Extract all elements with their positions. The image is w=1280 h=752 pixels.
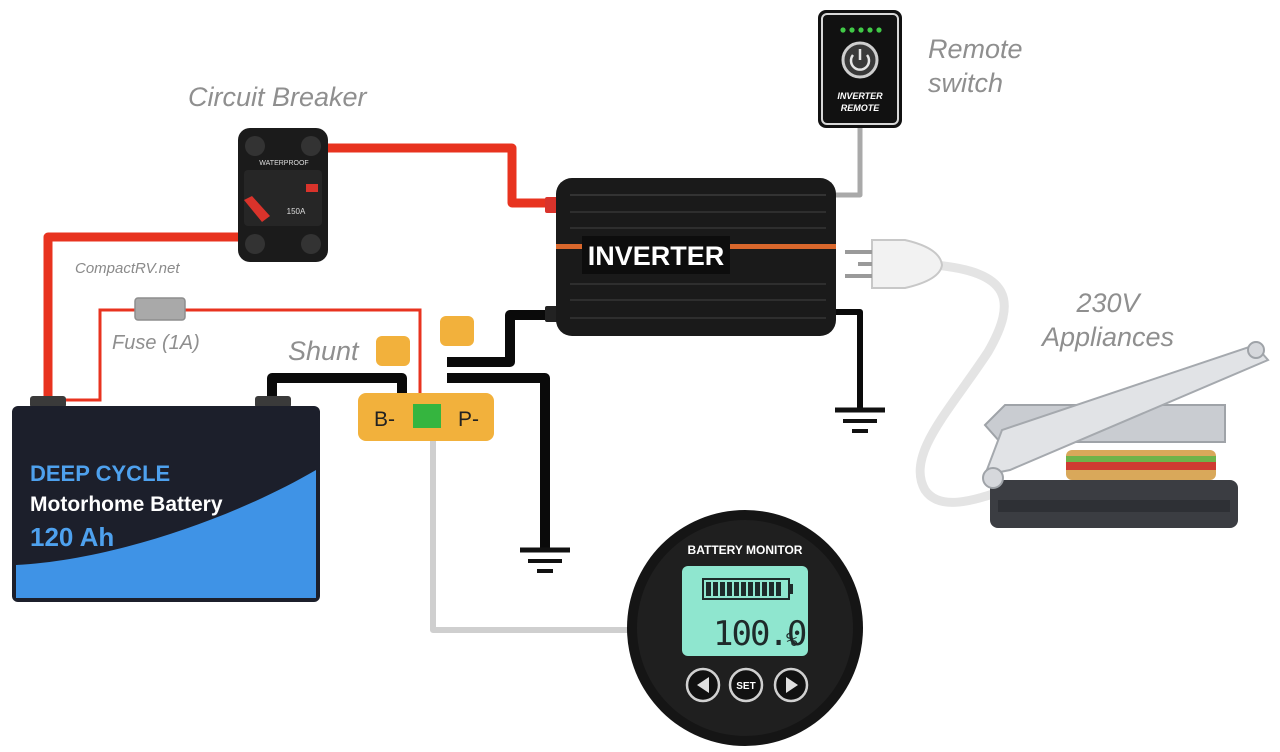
remote-line2: REMOTE	[841, 103, 880, 113]
circuit-breaker: WATERPROOF 150A	[238, 128, 328, 262]
label-shunt: Shunt	[288, 336, 360, 366]
shunt: B- P-	[358, 316, 494, 441]
negative-wire-shunt-ground	[447, 373, 550, 548]
power-icon	[849, 54, 871, 71]
inverter-label: INVERTER	[588, 241, 725, 271]
breaker-rating: 150A	[287, 207, 306, 216]
label-appliances-2: Appliances	[1040, 322, 1174, 352]
watermark: CompactRV.net	[75, 260, 180, 277]
fuse-wire	[58, 308, 422, 408]
inverter-remote: INVERTER REMOTE	[818, 10, 902, 128]
fuse	[134, 297, 186, 321]
monitor-battery-bar	[702, 578, 793, 600]
shunt-terminal-p: P-	[458, 408, 479, 431]
sandwich-press	[982, 341, 1270, 528]
positive-wire-breaker-inverter	[318, 143, 560, 208]
monitor-set-button	[728, 667, 764, 703]
left-arrow-icon	[697, 677, 709, 693]
battery: DEEP CYCLE Motorhome Battery 120 Ah	[12, 396, 320, 602]
remote-line1: INVERTER	[837, 91, 883, 101]
wires	[43, 126, 1010, 633]
breaker-top-text: WATERPROOF	[259, 160, 308, 167]
battery-monitor: BATTERY MONITOR 100.0 % SET	[627, 510, 863, 746]
ground-symbol-inverter	[835, 407, 885, 433]
monitor-cable	[430, 430, 632, 633]
negative-wire-battery-shunt	[267, 373, 407, 400]
label-remote-switch-1: Remote	[928, 34, 1023, 64]
shunt-sense-terminal	[413, 404, 441, 428]
remote-cable	[832, 126, 863, 198]
inverter: INVERTER	[545, 178, 836, 336]
inverter-ground-wire	[830, 309, 863, 410]
label-remote-switch-2: switch	[928, 68, 1003, 98]
ground-symbol-shunt	[520, 547, 570, 573]
label-circuit-breaker: Circuit Breaker	[188, 82, 368, 112]
power-plug	[845, 239, 944, 289]
monitor-set-label: SET	[736, 681, 755, 692]
label-appliances-1: 230V	[1075, 288, 1142, 318]
label-fuse: Fuse (1A)	[112, 332, 200, 354]
positive-wire-battery-breaker	[43, 232, 250, 400]
battery-line1: DEEP CYCLE	[30, 461, 170, 486]
battery-line2: Motorhome Battery	[30, 493, 223, 516]
appliance-cord	[915, 260, 1010, 507]
monitor-title: BATTERY MONITOR	[688, 543, 803, 557]
monitor-reading: 100.0	[713, 614, 806, 654]
negative-wire-shunt-inverter	[447, 310, 560, 367]
right-arrow-icon	[786, 677, 798, 693]
battery-blue-swoosh	[16, 470, 316, 598]
shunt-terminal-b: B-	[374, 408, 395, 431]
battery-line3: 120 Ah	[30, 522, 114, 552]
monitor-unit: %	[786, 629, 798, 651]
